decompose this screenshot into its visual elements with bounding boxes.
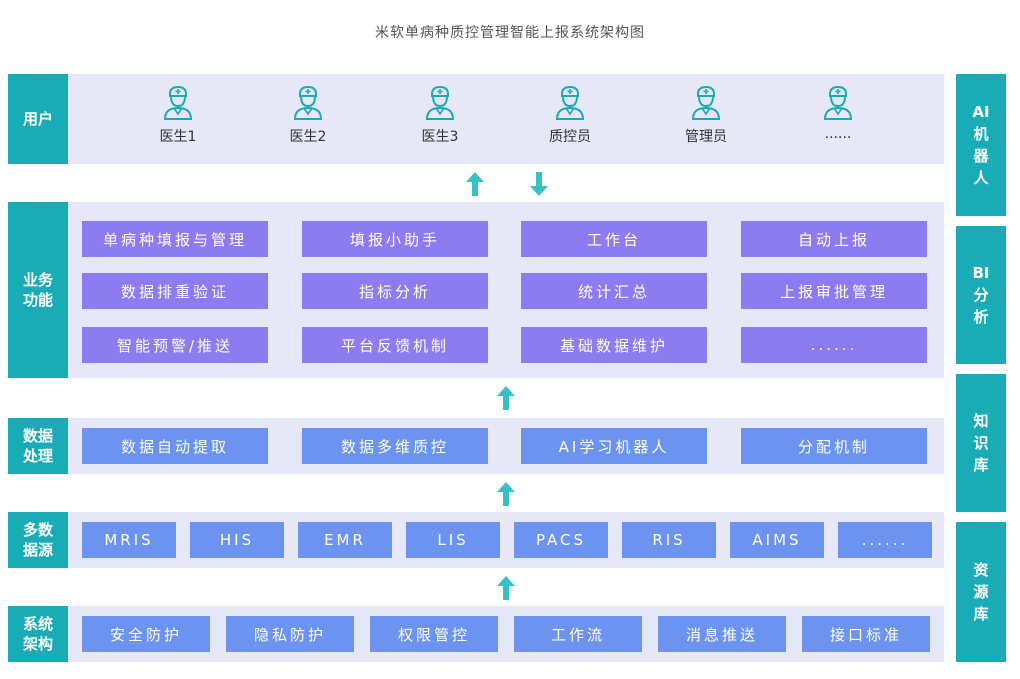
business-module: 上报审批管理 (741, 273, 927, 309)
layer-label-business-text: 业务功能 (22, 271, 53, 309)
arrow-up-icon (497, 386, 515, 410)
data-source: MRIS (82, 522, 176, 558)
layer-label-processing: 数据处理 (8, 418, 68, 474)
user-item: 质控员 (520, 86, 620, 146)
layer-label-business: 业务功能 (8, 202, 68, 378)
business-module: 指标分析 (302, 273, 488, 309)
user-label: 管理员 (685, 129, 727, 145)
user-item: 医生1 (128, 86, 228, 146)
arrow-down-icon (530, 172, 548, 196)
right-label-resources: 资源库 (956, 522, 1006, 662)
user-label: 医生2 (289, 129, 327, 145)
business-module: 填报小助手 (302, 221, 488, 257)
user-label: ...... (824, 126, 852, 142)
processing-module: AI学习机器人 (521, 428, 707, 464)
right-label-text: AI机器人 (972, 103, 990, 187)
processing-module: 数据多维质控 (302, 428, 488, 464)
user-item: 医生3 (390, 86, 490, 146)
layer-label-users: 用户 (8, 74, 68, 164)
doctor-icon (425, 86, 455, 120)
arrow-up-icon (466, 172, 484, 196)
business-module: 平台反馈机制 (302, 327, 488, 363)
processing-panel: 数据自动提取数据多维质控 AI学习机器人分配机制 (68, 418, 944, 474)
data-source: LIS (406, 522, 500, 558)
doctor-icon (823, 86, 853, 120)
doctor-icon (691, 86, 721, 120)
user-label: 医生3 (421, 129, 459, 145)
business-module: 基础数据维护 (521, 327, 707, 363)
doctor-icon (293, 86, 323, 120)
right-label-knowledge: 知识库 (956, 374, 1006, 512)
user-item: 管理员 (656, 86, 756, 146)
right-label-text: 资源库 (973, 561, 989, 623)
sources-panel: MRIS HIS EMR LIS PACS RIS AIMS...... (68, 512, 944, 568)
business-module: ...... (741, 327, 927, 363)
layer-label-system-text: 系统架构 (22, 615, 53, 653)
business-module: 自动上报 (741, 221, 927, 257)
processing-module: 数据自动提取 (82, 428, 268, 464)
data-source: HIS (190, 522, 284, 558)
data-source: RIS (622, 522, 716, 558)
processing-module: 分配机制 (741, 428, 927, 464)
system-module: 工作流 (514, 616, 642, 652)
right-label-ai-robot: AI机器人 (956, 74, 1006, 216)
user-label: 质控员 (549, 129, 591, 145)
system-module: 消息推送 (658, 616, 786, 652)
right-label-bi: BI分析 (956, 226, 1006, 364)
user-item: 医生2 (258, 86, 358, 146)
system-module: 权限管控 (370, 616, 498, 652)
arrow-up-icon (497, 576, 515, 600)
business-module: 数据排重验证 (82, 273, 268, 309)
layer-label-users-text: 用户 (22, 110, 53, 128)
data-source: EMR (298, 522, 392, 558)
business-module: 统计汇总 (521, 273, 707, 309)
data-source: AIMS (730, 522, 824, 558)
arrow-up-icon (497, 482, 515, 506)
data-source: ...... (838, 522, 932, 558)
diagram-title: 米软单病种质控管理智能上报系统架构图 (375, 25, 645, 41)
data-source: PACS (514, 522, 608, 558)
layer-label-sources: 多数据源 (8, 512, 68, 568)
user-item: ...... (788, 86, 888, 142)
layer-label-system: 系统架构 (8, 606, 68, 662)
business-panel: 单病种填报与管理填报小助手工作台自动上报数据排重验证指标分析统计汇总上报审批管理… (68, 202, 944, 378)
system-module: 安全防护 (82, 616, 210, 652)
doctor-icon (555, 86, 585, 120)
system-module: 隐私防护 (226, 616, 354, 652)
right-label-text: 知识库 (973, 412, 989, 474)
system-panel: 安全防护隐私防护权限管控工作流消息推送接口标准 (68, 606, 944, 662)
layer-label-sources-text: 多数据源 (22, 521, 53, 559)
system-module: 接口标准 (802, 616, 930, 652)
business-module: 工作台 (521, 221, 707, 257)
doctor-icon (163, 86, 193, 120)
right-label-text: BI分析 (972, 264, 990, 326)
business-module: 智能预警/推送 (82, 327, 268, 363)
user-label: 医生1 (159, 129, 197, 145)
business-module: 单病种填报与管理 (82, 221, 268, 257)
layer-label-processing-text: 数据处理 (22, 427, 53, 465)
users-panel: 医生1 医生2 医生3 质控员 管理员...... (68, 74, 944, 164)
